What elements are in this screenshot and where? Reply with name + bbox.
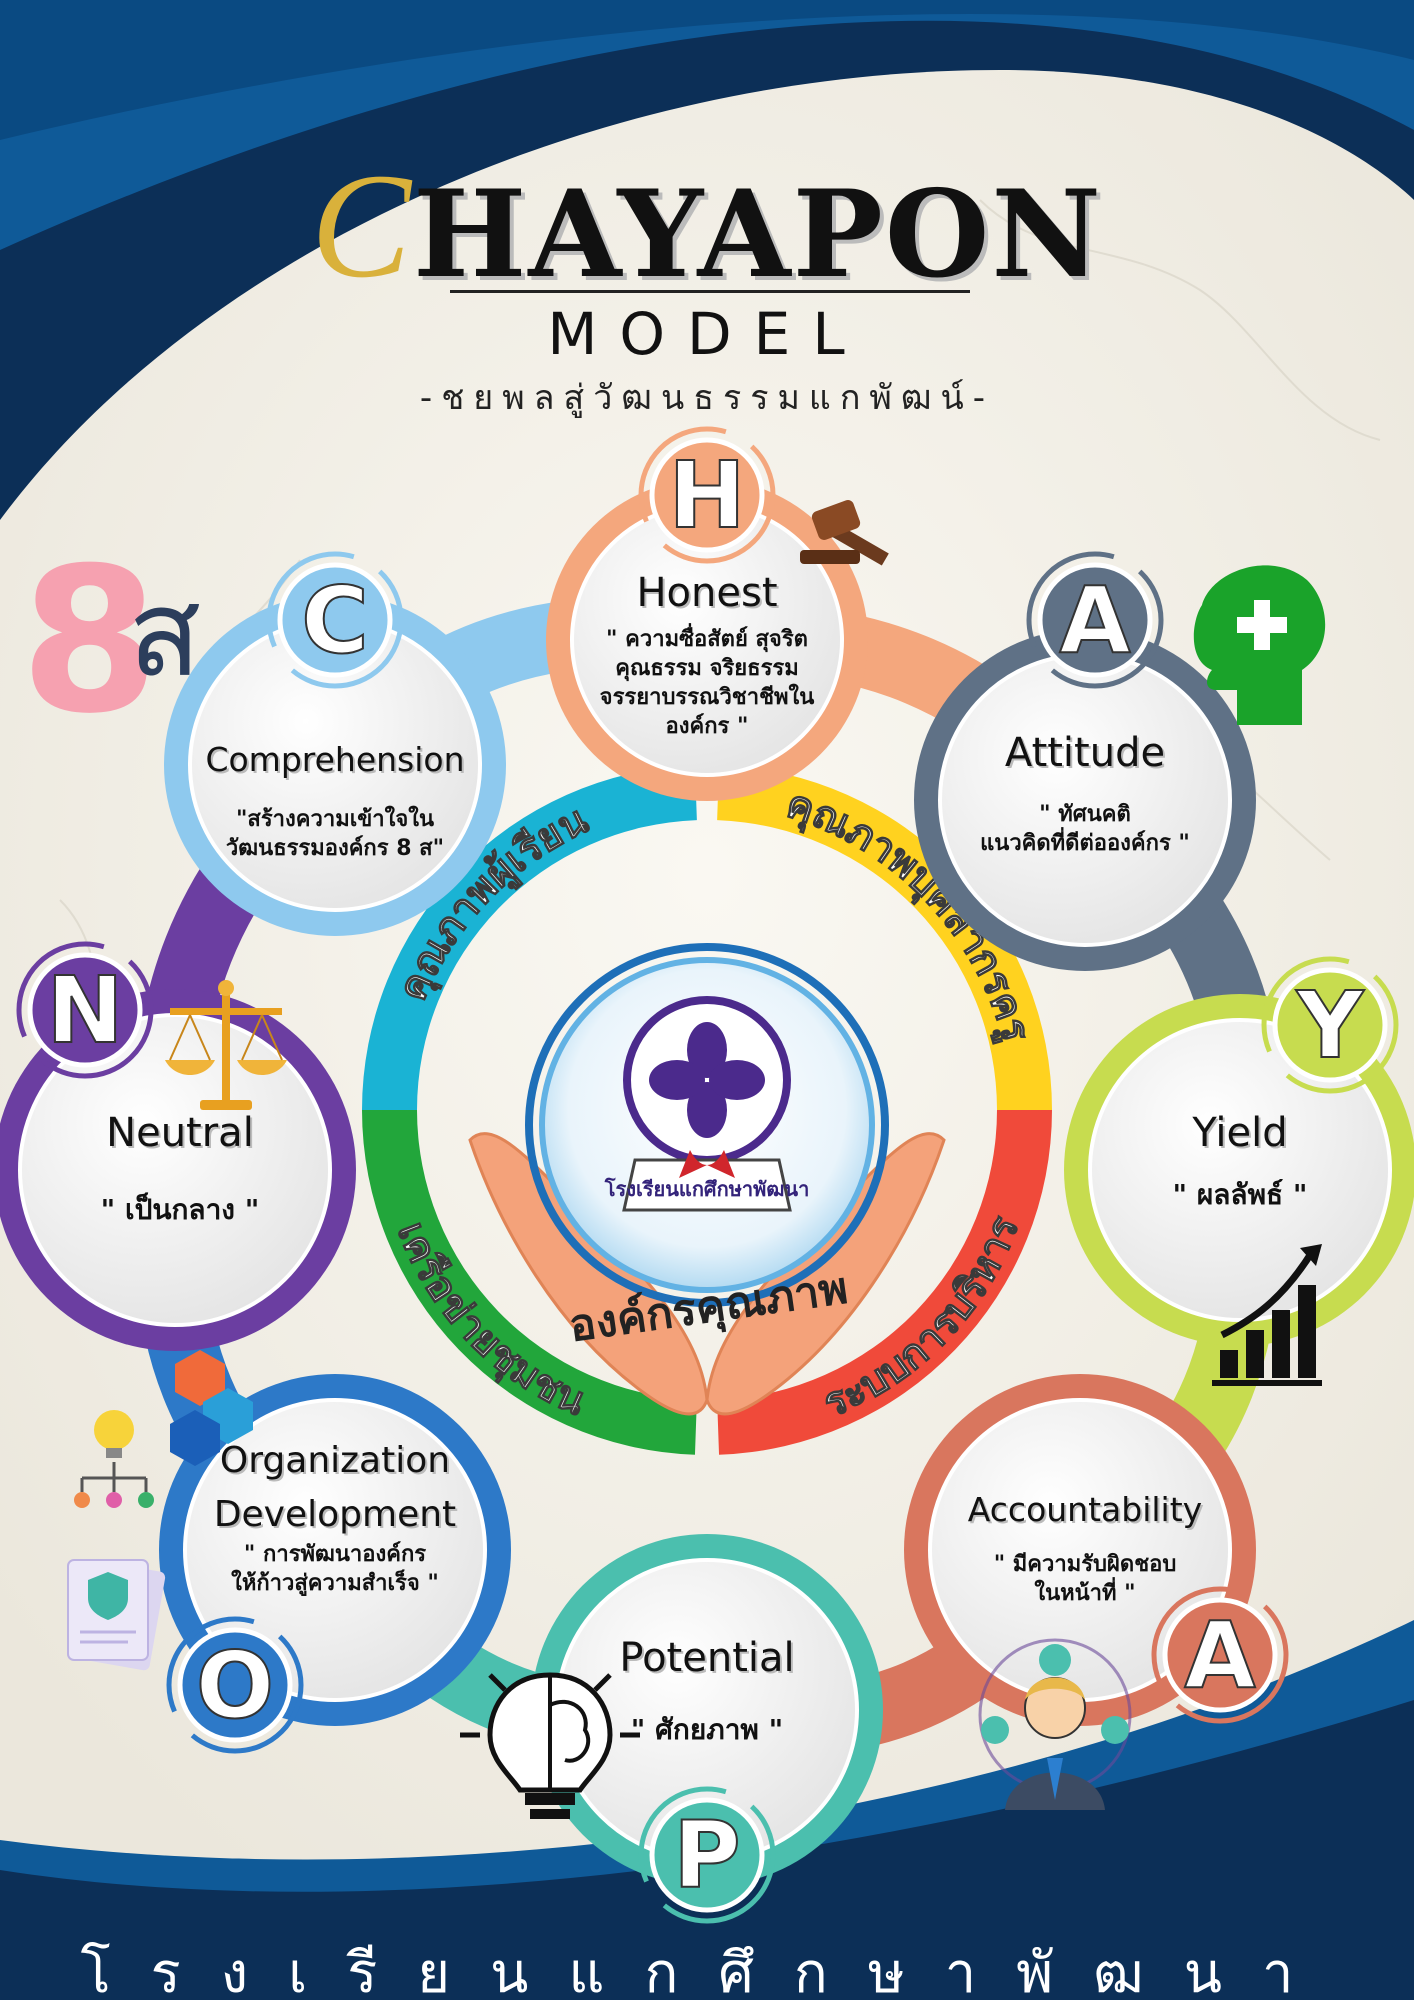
node-desc-organization: " การพัฒนาองค์กรให้ก้าวสู่ความสำเร็จ " xyxy=(175,1540,495,1598)
hexagon-cluster-icon xyxy=(170,1350,253,1466)
letter-badge-accountability: A xyxy=(1151,1586,1289,1724)
thai-subtitle: -ชยพลสู่วัฒนธรรมแกพัฒน์- xyxy=(419,378,995,418)
node-title-organization-1: Development xyxy=(213,1494,457,1535)
node-desc-yield: " ผลลัพธ์ " xyxy=(1080,1180,1400,1209)
node-yield: Y xyxy=(1064,956,1414,1346)
node-comprehension: C xyxy=(164,551,506,936)
node-desc-potential: " ศักยภาพ " xyxy=(547,1715,867,1744)
title-divider xyxy=(450,290,970,293)
node-desc-line: คุณธรรม จริยธรรม xyxy=(615,656,799,681)
node-organization: O xyxy=(159,1374,511,1754)
node-desc-line: แนวคิดที่ดีต่อองค์กร " xyxy=(980,831,1190,856)
node-title-neutral: Neutral xyxy=(106,1110,254,1156)
eight-s-digit: 8 xyxy=(20,525,159,758)
letter-badge-attitude: A xyxy=(1026,551,1164,689)
quadrant-students xyxy=(362,765,697,1110)
node-desc-accountability: " มีความรับผิดชอบในหน้าที่ " xyxy=(925,1550,1245,1608)
node-disc-organization xyxy=(183,1398,487,1702)
node-desc-attitude: " ทัศนคติแนวคิดที่ดีต่อองค์กร " xyxy=(925,800,1245,858)
node-accountability: A xyxy=(904,1374,1289,1726)
node-title-accountability: Accountability xyxy=(967,1490,1203,1529)
letter-badge-neutral: N xyxy=(16,941,154,1079)
node-desc-line: องค์กร " xyxy=(665,714,749,739)
letter-badge-potential: P xyxy=(638,1786,776,1924)
node-potential: P xyxy=(531,1534,883,1924)
node-desc-line: จรรยาบรรณวิชาชีพใน xyxy=(599,685,815,710)
letter-badge-organization: O xyxy=(166,1616,304,1754)
title-rest: HAYAPON xyxy=(413,164,1104,305)
letter-neutral: N xyxy=(47,957,124,1064)
quadrant-network xyxy=(362,1110,697,1455)
node-desc-line: " ศักยภาพ " xyxy=(630,1713,784,1746)
node-desc-line: วัฒนธรรมองค์กร 8 ส" xyxy=(225,836,445,861)
node-desc-comprehension: "สร้างความเข้าใจในวัฒนธรรมองค์กร 8 ส" xyxy=(175,805,495,863)
node-desc-line: " มีความรับผิดชอบ xyxy=(993,1552,1177,1577)
node-title-honest: Honest xyxy=(636,570,778,616)
head-plus-icon xyxy=(1193,565,1326,725)
letter-potential: P xyxy=(673,1802,740,1909)
node-title-comprehension: Comprehension xyxy=(205,740,465,779)
scales-icon xyxy=(165,980,287,1110)
node-desc-line: " ผลลัพธ์ " xyxy=(1172,1178,1308,1211)
node-honest: H xyxy=(546,426,868,801)
footer-school-name: โรงเรียนแกศึกษาพัฒนา xyxy=(80,1941,1334,2000)
model-subtitle: MODEL xyxy=(547,300,867,368)
letter-attitude: A xyxy=(1059,567,1130,674)
center-school-band: โรงเรียนแกศึกษาพัฒนา xyxy=(604,1177,810,1201)
node-attitude: A xyxy=(914,551,1256,971)
node-desc-line: " การพัฒนาองค์กร xyxy=(243,1542,427,1567)
eight-s-icon: 8 ส xyxy=(20,525,201,758)
title-first-letter: C xyxy=(310,143,413,309)
node-desc-line: " ความซื่อสัตย์ สุจริต xyxy=(606,627,808,652)
node-neutral: N xyxy=(0,941,356,1351)
org-chart-icon xyxy=(74,1410,154,1508)
letter-badge-comprehension: C xyxy=(266,551,404,689)
node-disc-yield xyxy=(1088,1018,1392,1322)
letter-badge-honest: H xyxy=(638,426,776,564)
letter-badge-yield: Y xyxy=(1261,956,1399,1094)
node-desc-line: ในหน้าที่ " xyxy=(1034,1581,1136,1606)
letter-yield: Y xyxy=(1296,972,1365,1079)
letter-honest: H xyxy=(669,442,746,549)
bulb-brain-icon xyxy=(460,1672,640,1819)
letter-organization: O xyxy=(196,1632,274,1739)
node-desc-line: " เป็นกลาง " xyxy=(100,1193,260,1226)
growth-chart-icon xyxy=(1212,1244,1322,1386)
letter-accountability: A xyxy=(1184,1602,1255,1709)
node-title-yield: Yield xyxy=(1192,1110,1288,1156)
node-desc-line: " ทัศนคติ xyxy=(1039,802,1131,827)
model-title: CHAYAPON xyxy=(0,140,1414,312)
eight-s-letter: ส xyxy=(128,565,201,704)
center-emblem: โรงเรียนแกศึกษาพัฒนา xyxy=(468,943,946,1416)
node-desc-line: "สร้างความเข้าใจใน xyxy=(235,807,435,832)
node-desc-honest: " ความซื่อสัตย์ สุจริตคุณธรรม จริยธรรมจร… xyxy=(547,625,867,741)
shield-document-icon xyxy=(67,1559,166,1671)
gavel-icon xyxy=(800,500,889,566)
node-title-potential: Potential xyxy=(619,1635,795,1681)
node-desc-neutral: " เป็นกลาง " xyxy=(20,1195,340,1224)
node-title-attitude: Attitude xyxy=(1004,730,1166,776)
node-title-organization-0: Organization xyxy=(219,1440,451,1481)
person-hub-icon xyxy=(978,1638,1132,1810)
node-desc-line: ให้ก้าวสู่ความสำเร็จ " xyxy=(231,1571,439,1596)
quadrant-admin xyxy=(717,1110,1052,1455)
letter-comprehension: C xyxy=(301,567,369,674)
